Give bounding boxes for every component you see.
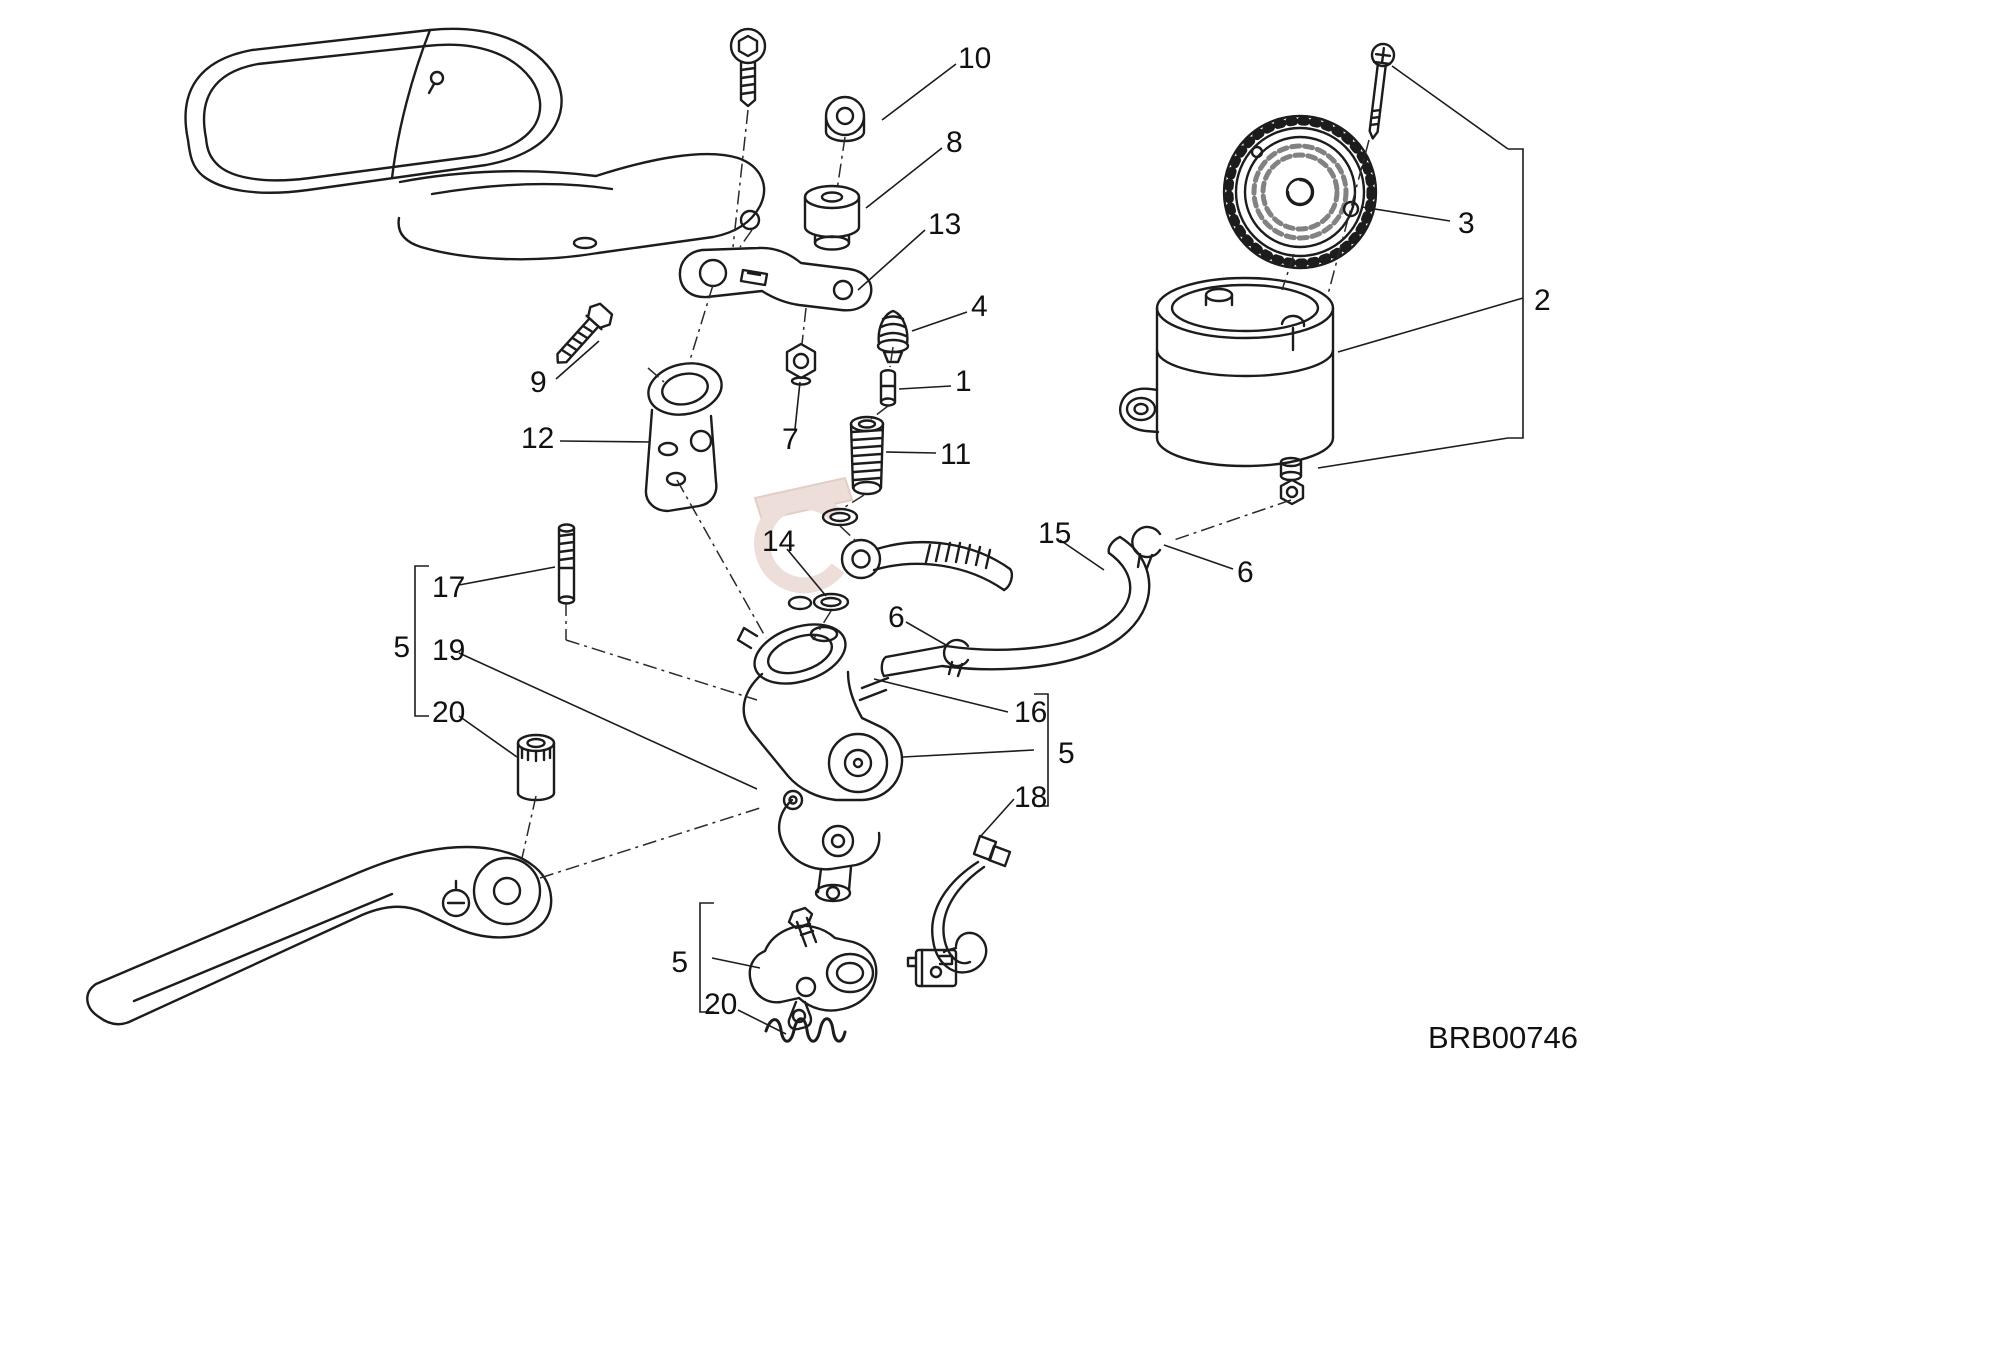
callout-20-bottom: 20	[704, 988, 737, 1021]
mirror	[184, 27, 563, 194]
part-14-washers	[812, 507, 859, 612]
callout-10: 10	[958, 42, 991, 75]
callout-16: 16	[1014, 696, 1047, 729]
callout-17: 17	[432, 571, 465, 604]
group-brackets	[414, 65, 1524, 1013]
banjo-brake-hose	[840, 538, 1014, 592]
callout-14: 14	[762, 525, 795, 558]
callout-15: 15	[1038, 517, 1071, 550]
callout-9: 9	[530, 366, 547, 399]
part-8-bushing	[803, 184, 861, 251]
callout-6-left: 6	[888, 601, 905, 634]
callout-3: 3	[1458, 207, 1475, 240]
callout-18: 18	[1014, 781, 1047, 814]
part-3-reservoir-cap	[1222, 114, 1378, 270]
part-20-bushing	[516, 733, 556, 802]
handguard-arm	[397, 152, 766, 261]
callout-4: 4	[971, 290, 988, 323]
part-4-boot	[876, 309, 910, 364]
part-1-pin	[879, 369, 897, 407]
callout-19: 19	[432, 634, 465, 667]
assembly-centerlines	[521, 109, 1370, 879]
callout-12: 12	[521, 422, 554, 455]
reservoir-screw	[1368, 42, 1396, 140]
manufacturer-shield-logo	[753, 476, 854, 594]
callout-8: 8	[946, 126, 963, 159]
part-7-nut	[785, 342, 817, 386]
part-10-cap-screw	[824, 95, 866, 143]
part-18-switch	[906, 834, 1012, 988]
lower-clamp	[748, 906, 878, 1031]
part-12-clamp	[644, 362, 723, 513]
brake-lever	[86, 845, 553, 1026]
part-6-clip-right	[1131, 525, 1162, 570]
part-15-hose	[880, 535, 1151, 678]
callout-13: 13	[928, 208, 961, 241]
callout-5-bottom: 5	[671, 946, 688, 979]
callout-20-left: 20	[432, 696, 465, 729]
callout-11: 11	[940, 438, 971, 471]
callout-5-right: 5	[1058, 737, 1075, 770]
part-9-screw	[556, 302, 614, 364]
callout-leader-lines	[458, 63, 1451, 1035]
callout-6-right: 6	[1237, 556, 1254, 589]
callout-1: 1	[955, 365, 972, 398]
part-13-bracket	[678, 246, 873, 312]
part-11-adjuster	[849, 415, 885, 496]
callout-2: 2	[1534, 284, 1551, 317]
callout-7: 7	[782, 423, 799, 456]
part-2-reservoir-body	[1118, 276, 1335, 506]
callout-5-left: 5	[393, 631, 410, 664]
master-cylinder-body	[736, 595, 904, 903]
socket-head-bolt	[729, 27, 767, 108]
drawing-code: BRB00746	[1428, 1020, 1578, 1055]
part-17-stud	[557, 523, 576, 605]
part-20-spring	[764, 1017, 847, 1043]
